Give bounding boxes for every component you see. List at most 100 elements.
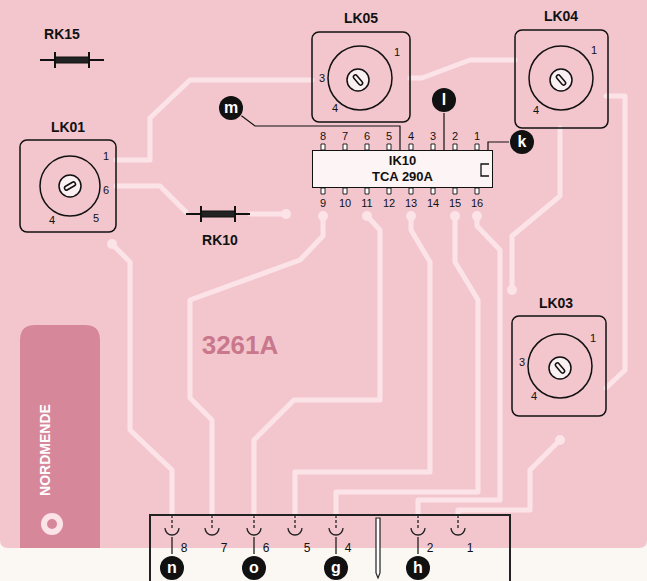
connector-contacts bbox=[165, 528, 465, 535]
resistor-body bbox=[201, 211, 235, 217]
board-marking: NORDMENDE bbox=[38, 404, 52, 496]
node-text: TCA 290A bbox=[372, 169, 433, 185]
terminal-number: 4 bbox=[345, 542, 352, 554]
resistor-symbol bbox=[40, 52, 104, 68]
callout-letter: n bbox=[160, 556, 184, 580]
ic-notch bbox=[481, 164, 489, 176]
pin-number: 3 bbox=[319, 73, 325, 84]
pot-slot bbox=[555, 362, 566, 374]
resistor-tick bbox=[234, 206, 236, 222]
pin-number: 1 bbox=[591, 45, 597, 56]
solder-pad bbox=[318, 211, 328, 221]
node-text: h bbox=[413, 558, 423, 577]
resistor-tick bbox=[200, 206, 202, 222]
callout-letter: g bbox=[324, 556, 348, 580]
pot-housing bbox=[515, 30, 608, 128]
node-text: IK10 bbox=[389, 153, 416, 169]
pot-knob bbox=[550, 69, 572, 91]
pin-number: 13 bbox=[405, 198, 417, 209]
solder-pad bbox=[507, 285, 517, 295]
ic-package: IK10TCA 290A bbox=[312, 150, 493, 188]
solder-pad bbox=[107, 239, 117, 249]
callout-letter: k bbox=[510, 130, 534, 154]
pot-dial bbox=[528, 334, 592, 398]
resistor-body bbox=[55, 57, 89, 63]
pin-number: 1 bbox=[474, 131, 480, 142]
solder-pad bbox=[555, 435, 565, 445]
node-text: o bbox=[249, 558, 259, 577]
resistor-tick bbox=[54, 52, 56, 68]
pin-number: 14 bbox=[427, 198, 439, 209]
pin-number: 12 bbox=[383, 198, 395, 209]
callout-disc bbox=[160, 556, 184, 580]
terminal-number: 1 bbox=[467, 542, 474, 554]
leader-line bbox=[488, 142, 509, 150]
pin-number: 1 bbox=[103, 151, 109, 162]
pot-slot bbox=[64, 181, 76, 190]
pin-number: 3 bbox=[519, 357, 525, 368]
logo-mark bbox=[47, 519, 57, 529]
pin-number: 4 bbox=[531, 391, 537, 402]
callout-disc bbox=[432, 88, 456, 112]
pin-number: 16 bbox=[471, 198, 483, 209]
pot-slot bbox=[556, 74, 567, 86]
terminal-number: 2 bbox=[427, 542, 434, 554]
pot-housing bbox=[20, 140, 116, 232]
pot-knob bbox=[347, 69, 369, 91]
pin-number: 2 bbox=[452, 131, 458, 142]
pot-dial bbox=[328, 46, 392, 110]
solder-pad bbox=[362, 211, 372, 221]
solder-pad bbox=[450, 211, 460, 221]
node-text: l bbox=[442, 90, 446, 109]
ic-pins bbox=[321, 144, 479, 194]
pin-number: 1 bbox=[590, 333, 596, 344]
part-name: LK05 bbox=[344, 11, 378, 25]
leader-line bbox=[443, 113, 444, 150]
pin-number: 9 bbox=[320, 198, 326, 209]
pin-number: 1 bbox=[394, 47, 400, 58]
terminal-number: 6 bbox=[263, 542, 270, 554]
pin-number: 4 bbox=[332, 103, 338, 114]
pot-housing bbox=[312, 32, 410, 122]
part-name: LK03 bbox=[539, 296, 573, 310]
pin-number: 4 bbox=[533, 105, 539, 116]
pin-number: 4 bbox=[49, 215, 55, 226]
terminal-number: 7 bbox=[221, 542, 228, 554]
node-text: m bbox=[224, 98, 238, 117]
potentiometer-symbol bbox=[512, 316, 606, 416]
pin-number: 6 bbox=[364, 131, 370, 142]
solder-pad bbox=[281, 209, 291, 219]
callout-letter: o bbox=[242, 556, 266, 580]
pin-number: 7 bbox=[342, 131, 348, 142]
pin-number: 11 bbox=[361, 198, 372, 209]
node-text: k bbox=[518, 132, 527, 151]
resistor-tick bbox=[88, 52, 90, 68]
pin-number: 3 bbox=[430, 131, 436, 142]
callout-disc bbox=[242, 556, 266, 580]
callout-disc bbox=[324, 556, 348, 580]
pot-knob bbox=[59, 175, 81, 197]
resistor-symbol bbox=[186, 206, 250, 222]
pin-number: 15 bbox=[449, 198, 461, 209]
ic-body bbox=[312, 150, 493, 188]
callout-letter: m bbox=[219, 96, 243, 120]
pot-housing bbox=[512, 316, 606, 416]
connector-leads bbox=[172, 515, 458, 528]
logo-area bbox=[20, 325, 100, 548]
callout-disc bbox=[406, 556, 430, 580]
board-marking: 3261A bbox=[202, 332, 279, 358]
pin-number: 5 bbox=[386, 131, 392, 142]
circuit-board bbox=[0, 0, 647, 548]
terminal-number: 5 bbox=[304, 542, 311, 554]
pin-number: 5 bbox=[93, 213, 99, 224]
node-text: n bbox=[167, 558, 177, 577]
solder-pad bbox=[472, 211, 482, 221]
logo-mark bbox=[41, 513, 63, 535]
connector-outline bbox=[150, 515, 510, 581]
pot-slot bbox=[353, 74, 364, 86]
solder-pads bbox=[107, 209, 565, 445]
node-text: g bbox=[331, 558, 341, 577]
